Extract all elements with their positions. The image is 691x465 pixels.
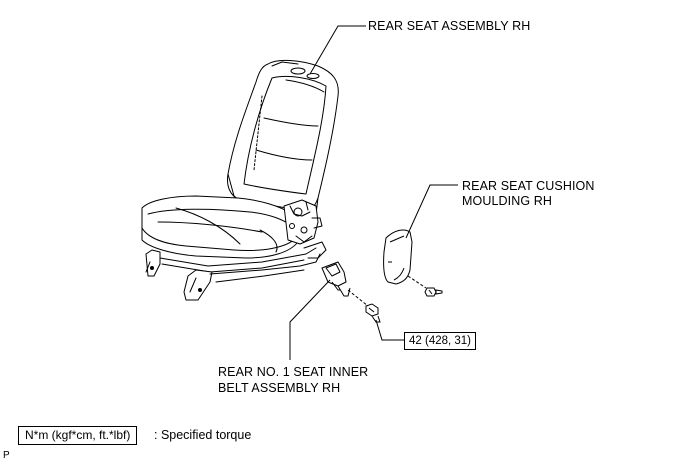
moulding-screw-dashed-guide — [407, 275, 427, 289]
belt-bolt-dashed-guide — [347, 289, 369, 307]
torque-unit-legend-box: N*m (kgf*cm, ft.*lbf) — [18, 426, 138, 445]
seat-belt-label-line1: REAR NO. 1 SEAT INNER — [218, 365, 369, 379]
cushion-moulding-illustration — [383, 229, 413, 285]
rear-seat-assembly-illustration — [141, 59, 339, 301]
rear-seat-assembly-label: REAR SEAT ASSEMBLY RH — [368, 19, 531, 33]
leader-torque — [375, 319, 404, 341]
moulding-screw — [424, 287, 443, 297]
torque-value-box: 42 (428, 31) — [404, 332, 477, 350]
leader-seat-belt — [289, 279, 331, 360]
leader-cushion-moulding — [405, 184, 458, 239]
torque-legend-description: : Specified torque — [154, 428, 252, 442]
leader-lines — [289, 25, 458, 360]
belt-bolt — [365, 303, 381, 323]
seat-belt-illustration — [321, 261, 351, 297]
page-code: P — [3, 450, 10, 461]
seat-belt-label-line2: BELT ASSEMBLY RH — [218, 381, 341, 395]
leader-rear-seat-assembly — [309, 25, 366, 75]
cushion-moulding-label-line1: REAR SEAT CUSHION — [462, 179, 595, 193]
cushion-moulding-label-line2: MOULDING RH — [462, 194, 552, 208]
